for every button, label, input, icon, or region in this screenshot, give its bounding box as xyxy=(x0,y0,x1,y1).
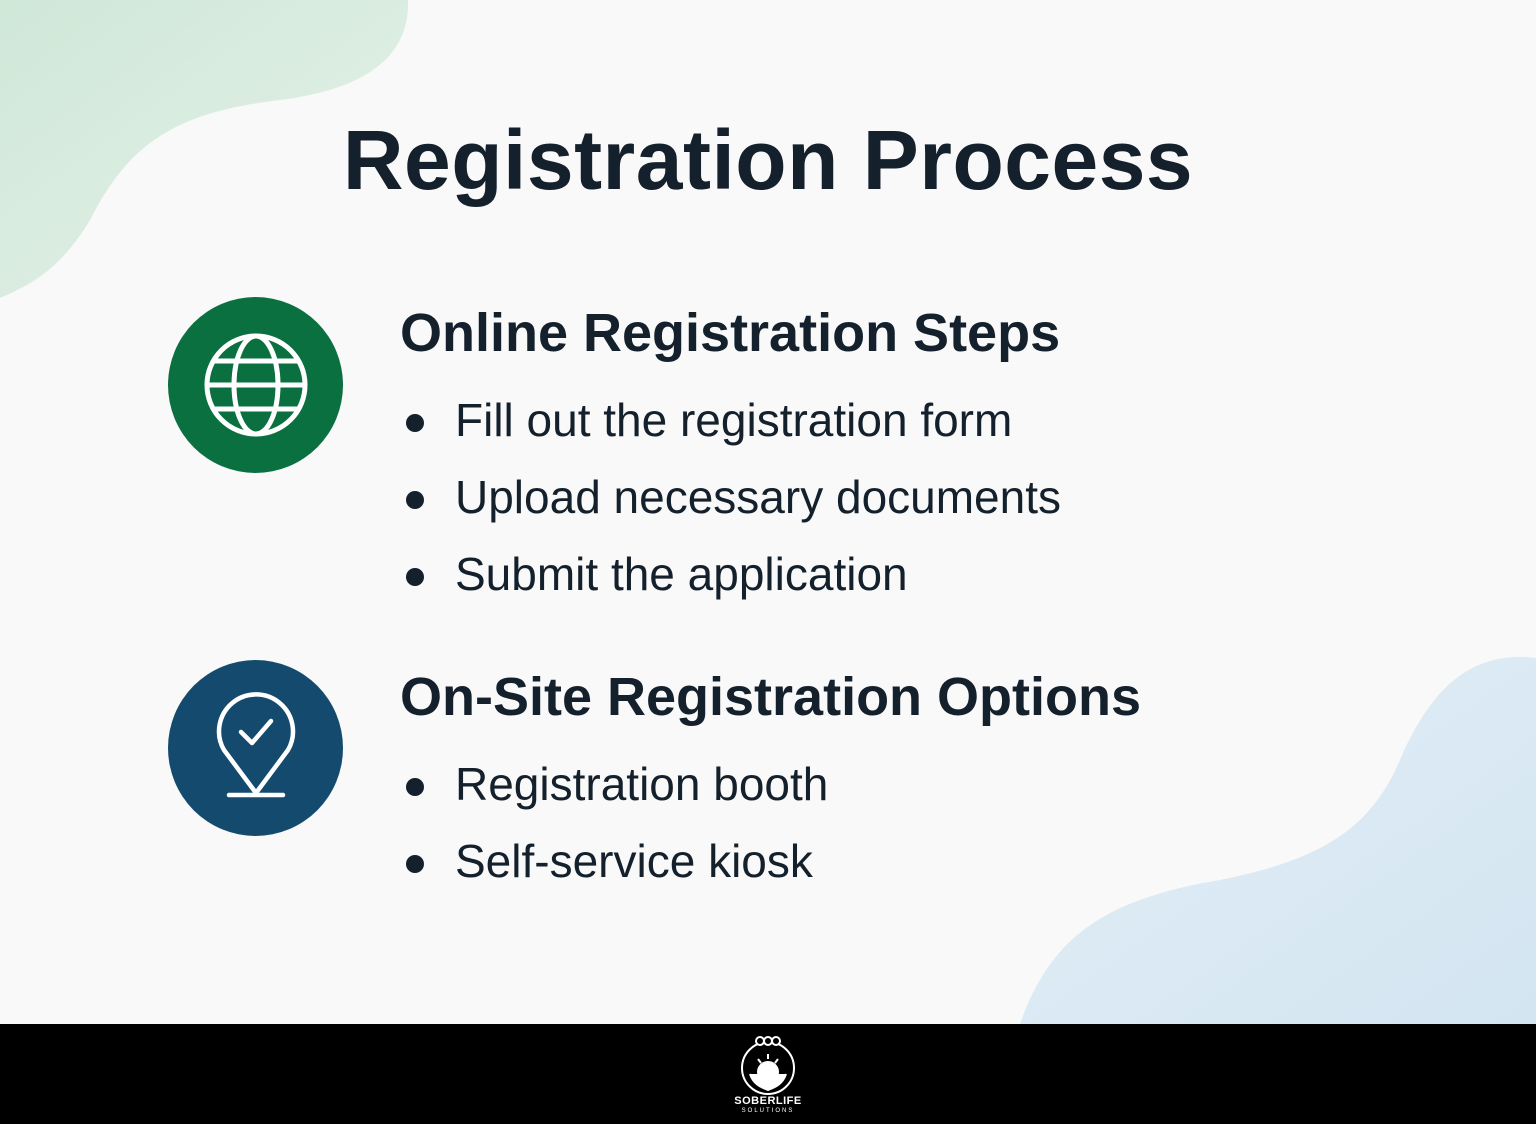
list-item: Fill out the registration form xyxy=(400,382,1061,459)
page-title: Registration Process xyxy=(342,113,1194,207)
online-registration-section: Online Registration Steps Fill out the r… xyxy=(400,300,1061,613)
list-item: Submit the application xyxy=(400,536,1061,613)
footer: SOBERLIFE SOLUTIONS xyxy=(0,1024,1536,1124)
section-heading: On-Site Registration Options xyxy=(400,667,1142,727)
brand-subtitle: SOLUTIONS xyxy=(741,1107,795,1114)
soberlife-logo-icon xyxy=(741,1035,795,1095)
on-site-registration-section: On-Site Registration Options Registratio… xyxy=(400,664,1141,900)
list-item: Upload necessary documents xyxy=(400,459,1061,536)
list-item: Self-service kiosk xyxy=(400,823,1141,900)
location-check-icon xyxy=(216,692,295,798)
globe-icon xyxy=(204,333,307,437)
section-heading: Online Registration Steps xyxy=(400,303,1061,363)
globe-icon-badge xyxy=(168,297,343,473)
brand-name: SOBERLIFE xyxy=(734,1094,802,1107)
background-blobs xyxy=(0,0,1536,1024)
location-icon-badge xyxy=(168,660,343,836)
list-item: Registration booth xyxy=(400,746,1141,823)
